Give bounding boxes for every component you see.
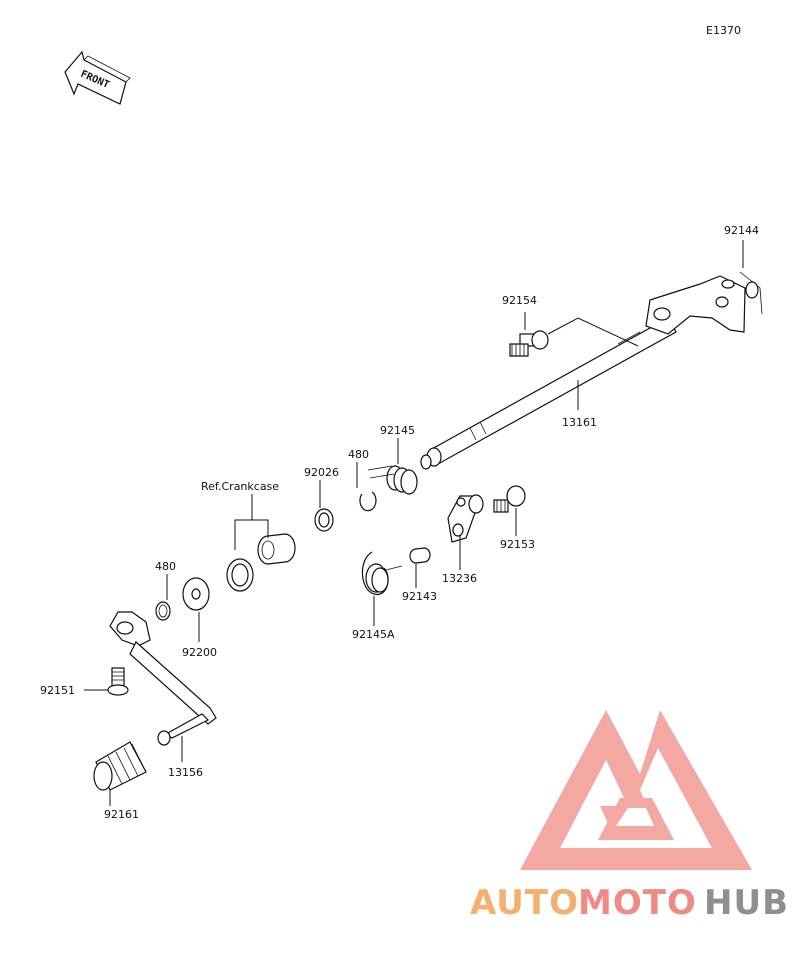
diagram-code: E1370 <box>706 24 741 37</box>
front-arrow-icon: FRONT <box>64 50 131 105</box>
label-92200: 92200 <box>182 646 217 659</box>
label-92143: 92143 <box>402 590 437 603</box>
watermark-text-moto: MOTO <box>578 883 697 923</box>
part-labels: 92144 92154 13161 92145 480 92026 Ref.Cr… <box>40 224 759 821</box>
label-92161: 92161 <box>104 808 139 821</box>
shift-shaft <box>420 317 677 470</box>
pedal-rubber <box>93 741 147 791</box>
label-92153: 92153 <box>500 538 535 551</box>
oil-seal <box>226 558 254 592</box>
watermark-mark-icon <box>520 710 752 870</box>
washer-92026 <box>314 508 334 532</box>
label-480-lower: 480 <box>155 560 176 573</box>
spring-92145 <box>367 465 418 495</box>
collar-92143 <box>409 547 431 564</box>
circlip-480-upper <box>359 491 377 512</box>
needle-bearing <box>257 533 296 565</box>
label-ref-crankcase: Ref.Crankcase <box>201 480 279 493</box>
label-13161: 13161 <box>562 416 597 429</box>
spring-92145A <box>361 551 403 595</box>
circlip-480-lower <box>155 601 171 621</box>
label-92154: 92154 <box>502 294 537 307</box>
label-92144: 92144 <box>724 224 759 237</box>
label-92145: 92145 <box>380 424 415 437</box>
bolt-92151 <box>107 667 129 696</box>
leader-lines <box>84 240 744 806</box>
shift-pedal <box>109 611 217 746</box>
label-92145A: 92145A <box>352 628 395 641</box>
label-13236: 13236 <box>442 572 477 585</box>
ref-crankcase-bracket <box>234 494 269 550</box>
label-92151: 92151 <box>40 684 75 697</box>
shift-arm-plate <box>645 271 763 335</box>
label-13156: 13156 <box>168 766 203 779</box>
washer-92200 <box>182 577 210 611</box>
watermark-text-auto: AUTO <box>470 883 579 923</box>
bolt-92153 <box>493 485 526 513</box>
arm-13236 <box>447 494 484 543</box>
label-92026: 92026 <box>304 466 339 479</box>
watermark-logo: AUTO MOTO HUB <box>470 710 789 923</box>
watermark-text-hub: HUB <box>704 883 789 923</box>
bolt-92154 <box>509 330 549 357</box>
label-480-upper: 480 <box>348 448 369 461</box>
